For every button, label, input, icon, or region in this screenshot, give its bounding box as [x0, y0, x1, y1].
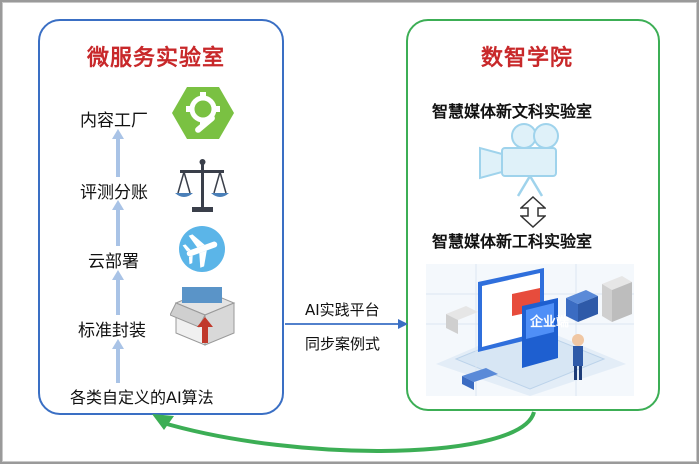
- double-arrow-icon: [520, 196, 546, 228]
- step-cloud-deploy: 云部署: [88, 252, 139, 272]
- step-custom-ai-algorithms: 各类自定义的AI算法: [70, 388, 214, 407]
- isometric-platform-illustration: 企业端: [426, 264, 634, 396]
- airplane-icon: [179, 226, 225, 272]
- step-standard-package: 标准封装: [78, 321, 146, 341]
- liberal-arts-lab-title: 智慧媒体新文科实验室: [432, 102, 593, 121]
- microservice-lab-title: 微服务实验室: [87, 46, 226, 71]
- feedback-loop-arrow: [159, 411, 536, 453]
- connector-bottom-label: 同步案例式: [305, 335, 381, 353]
- box-icon: [170, 287, 236, 346]
- step-evaluation-billing: 评测分账: [80, 183, 148, 203]
- connector-top-label: AI实践平台: [305, 301, 380, 319]
- step-content-factory: 内容工厂: [80, 111, 148, 131]
- gear-wrench-icon: [172, 87, 234, 139]
- feedback-loop-arrow-head: [152, 414, 174, 430]
- up-arrow-3: [112, 270, 124, 315]
- up-arrow-1: [112, 129, 124, 177]
- up-arrow-2: [112, 200, 124, 246]
- video-camera-icon: [479, 123, 559, 197]
- scales-icon: [175, 159, 229, 212]
- digital-academy-title: 数智学院: [481, 46, 574, 71]
- up-arrow-4: [112, 339, 124, 383]
- platform-badge-text: 企业端: [529, 314, 569, 330]
- microservice-lab-panel: [38, 19, 284, 415]
- engineering-lab-title: 智慧媒体新工科实验室: [432, 232, 593, 251]
